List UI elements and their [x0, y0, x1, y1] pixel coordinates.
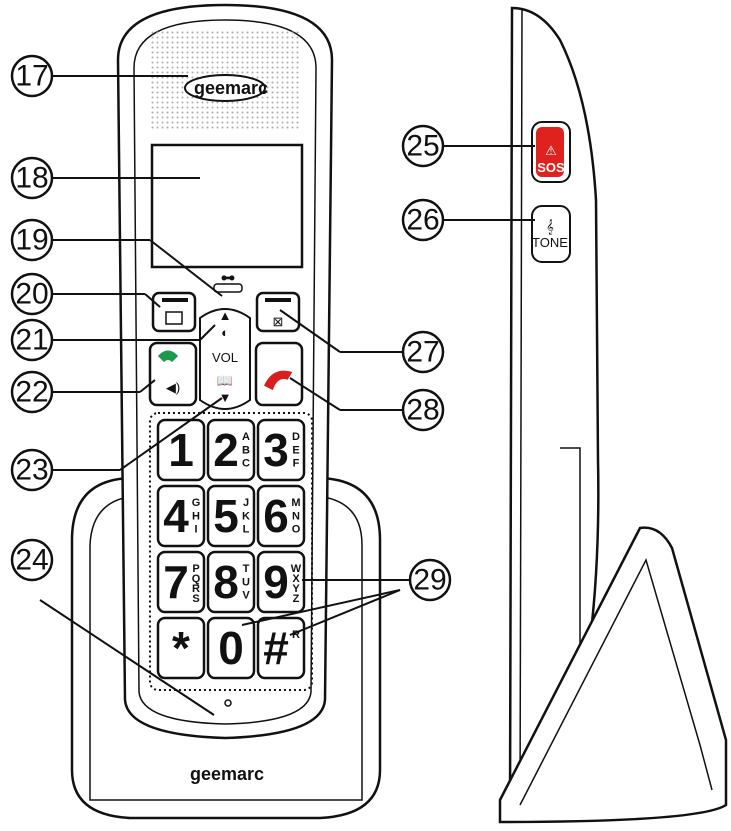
callout-circles: [10, 54, 452, 602]
talk-button[interactable]: ◀): [148, 341, 198, 407]
callout-21: 21: [15, 324, 48, 357]
side-cradle: [498, 526, 728, 824]
svg-text:⊶: ⊶: [222, 270, 235, 285]
callout-19: 19: [15, 224, 48, 257]
key-cap: [256, 418, 306, 482]
callout-22: 22: [15, 376, 48, 409]
key-cap: [206, 550, 256, 614]
menu-button[interactable]: [151, 291, 197, 333]
callout-labels: 17 18 19 20 21 22 23 24 25 26 27 28 29: [15, 60, 446, 597]
vol-label: VOL: [212, 350, 238, 365]
mute-button[interactable]: ⊠: [255, 291, 301, 333]
key-digit: 3: [263, 424, 289, 476]
key-cap: [206, 484, 256, 548]
key-0[interactable]: 0: [206, 616, 256, 680]
key-digit: 7: [163, 556, 189, 608]
callout-18: 18: [15, 162, 48, 195]
down-arrow-icon: ▼: [219, 390, 232, 405]
menu-icon: [165, 311, 183, 325]
key-hash[interactable]: #R: [256, 616, 306, 680]
key-digit: 1: [168, 424, 194, 476]
key-digit: 8: [213, 556, 239, 608]
key-cap: [206, 418, 256, 482]
key-cap: [156, 616, 206, 680]
callout-28: 28: [406, 394, 439, 427]
microphone-hole: [224, 699, 232, 707]
nav-key[interactable]: ▲ ◐ VOL 📖 ▼: [199, 308, 251, 410]
sos-icon: ⚠: [545, 143, 557, 158]
callout-23: 23: [15, 454, 48, 487]
callout-17: 17: [15, 60, 48, 93]
tone-label: TONE: [532, 235, 568, 250]
base-brand-logo: geemarc: [190, 764, 264, 784]
key-digit: #: [263, 622, 289, 674]
treble-clef-icon: 𝄞: [546, 219, 554, 235]
sos-button[interactable]: ⚠ SOS: [531, 121, 571, 183]
key-1[interactable]: 1: [156, 418, 206, 482]
keypad-frame: [149, 412, 313, 691]
charging-indicator: ⊶: [213, 269, 243, 293]
key-cap: [256, 484, 306, 548]
key-digit: 6: [263, 490, 289, 542]
key-star[interactable]: *: [156, 616, 206, 680]
tone-button[interactable]: 𝄞 TONE: [531, 205, 571, 263]
display-screen: [150, 143, 304, 269]
key-digit: *: [172, 622, 190, 674]
callout-26: 26: [406, 204, 439, 237]
callout-20: 20: [15, 278, 48, 311]
callout-24: 24: [15, 544, 48, 577]
key-digit: 0: [218, 622, 244, 674]
key-cap: [156, 550, 206, 614]
callout-27: 27: [406, 336, 439, 369]
hangup-icon: [263, 370, 293, 391]
key-digit: 2: [213, 424, 239, 476]
key-digit: 4: [163, 490, 189, 542]
key-digit: 9: [263, 556, 289, 608]
up-arrow-icon: ▲: [219, 308, 232, 323]
mute-icon: ⊠: [273, 314, 284, 329]
brand-badge: geemarc: [184, 74, 268, 102]
handset-brand-logo: geemarc: [194, 78, 268, 98]
call-icon: [157, 350, 179, 362]
callout-25: 25: [406, 130, 439, 163]
phonebook-icon: 📖: [217, 373, 233, 388]
key-digit: 5: [213, 490, 239, 542]
speaker-icon: ◀): [166, 380, 180, 395]
end-call-button[interactable]: [254, 341, 304, 407]
sos-label: SOS: [537, 160, 565, 175]
key-cap: [206, 616, 256, 680]
callout-29: 29: [413, 564, 446, 597]
contrast-icon: ◐: [221, 325, 229, 340]
key-cap: [256, 550, 306, 614]
key-letters: R: [292, 629, 300, 641]
key-cap: [156, 484, 206, 548]
